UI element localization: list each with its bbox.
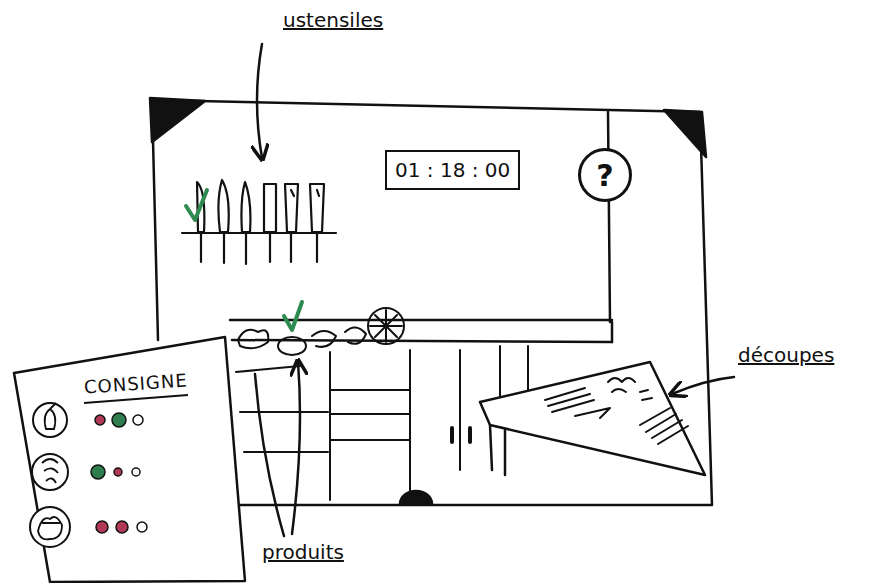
bottom-mark [400, 491, 432, 504]
leader-arrow [672, 377, 734, 394]
leader-arrow [257, 44, 262, 158]
callout-label: découpes [738, 343, 834, 367]
corner-mark [664, 110, 706, 157]
help-button: ? [578, 148, 632, 202]
cabinets [236, 346, 528, 500]
timer-box: 01 : 18 : 00 [385, 150, 520, 190]
help-symbol: ? [596, 158, 613, 193]
instruction-row [30, 507, 147, 547]
counter-edge [611, 322, 614, 342]
knife-rack [182, 180, 336, 264]
panel-outline [12, 335, 247, 583]
check-mark [284, 302, 302, 330]
timer-text: 01 : 18 : 00 [395, 158, 510, 182]
screen-frame [152, 100, 712, 505]
leader-arrow [292, 362, 300, 534]
leader-line [255, 374, 284, 536]
check-mark [186, 190, 207, 220]
callout-label: ustensiles [283, 8, 383, 32]
instruction-row [33, 403, 143, 437]
corner-mark [150, 98, 205, 142]
instruction-row [32, 454, 140, 490]
callout-label: produits [262, 540, 344, 564]
counter-edge [232, 340, 612, 342]
instruction-panel: CONSIGNE [12, 335, 247, 583]
cutting-table [480, 362, 705, 475]
panel-shape [14, 337, 245, 582]
products [238, 308, 404, 355]
wall-corner [608, 112, 610, 322]
